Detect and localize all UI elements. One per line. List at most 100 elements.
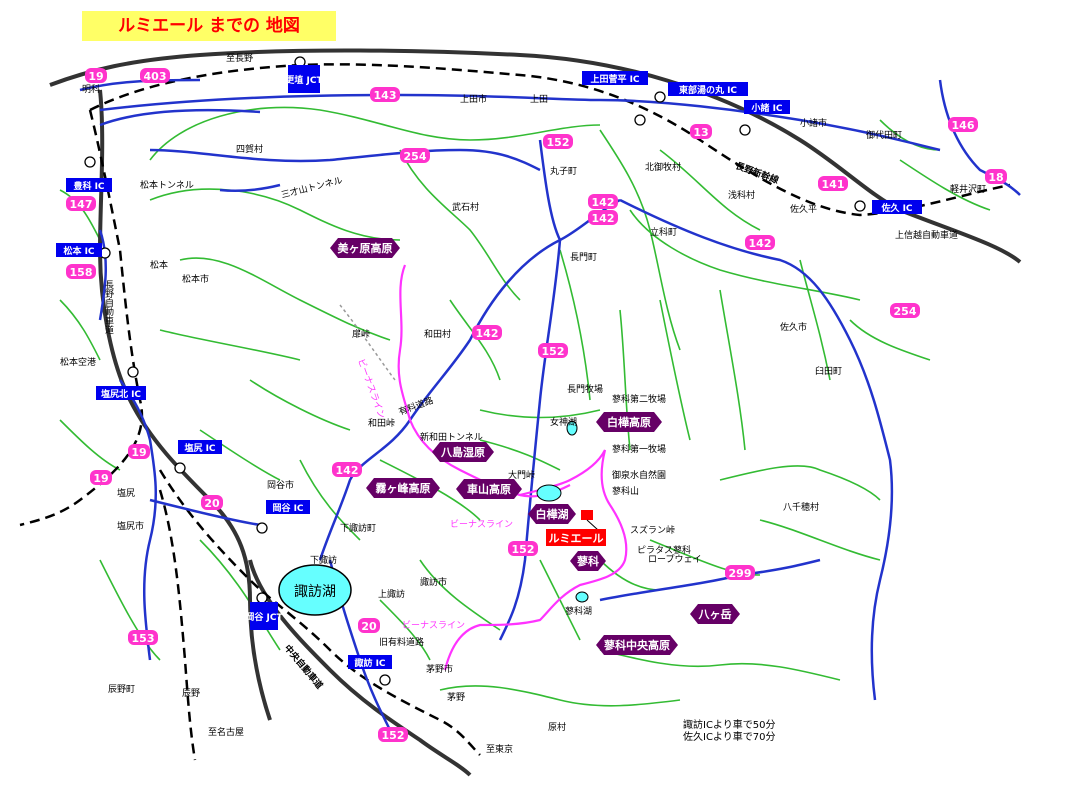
route-badge: 142 <box>588 194 618 209</box>
route-badge: 142 <box>588 210 618 225</box>
ic-label: 佐久 IC <box>880 202 912 214</box>
route-badge: 254 <box>400 148 430 163</box>
route-badge: 299 <box>725 565 755 580</box>
place-label: 立科町 <box>650 226 677 238</box>
ic-badge: 豊科 IC <box>66 178 112 192</box>
place-label: 松本空港 <box>60 356 96 368</box>
place-label: 丸子町 <box>550 165 577 177</box>
route-label: 152 <box>542 345 565 358</box>
place-label: 至長野 <box>226 53 253 64</box>
place-label: ビーナスライン <box>355 357 387 420</box>
local-roads <box>59 106 991 707</box>
ic-badge: 上田菅平 IC <box>582 71 648 85</box>
area-label: 車山高原 <box>467 482 511 496</box>
ic-badges: 更埴 JCT 上田菅平 IC 東部湯の丸 IC 小諸 IC 豊科 IC 松本 I… <box>56 65 922 669</box>
route-badge: 152 <box>508 541 538 556</box>
place-label: 塩尻市 <box>117 520 144 532</box>
place-label: 至東京 <box>486 743 513 755</box>
route-badge: 142 <box>472 325 502 340</box>
place-label: 下諏訪町 <box>340 522 376 534</box>
route-badges: 19 403 143 152 13 146 18 141 254 142 147… <box>66 68 1007 742</box>
ic-label: 豊科 IC <box>73 180 104 192</box>
lake-tateshina <box>575 591 589 603</box>
area-label: 八ヶ岳 <box>698 607 732 621</box>
route-label: 143 <box>374 89 397 102</box>
route-label: 142 <box>336 464 359 477</box>
place-label: 上信越自動車道 <box>895 229 958 241</box>
access-note-line: 諏訪ICより車で50分 <box>683 720 776 731</box>
route-label: 299 <box>729 567 752 580</box>
place-label: 御泉水自然園 <box>612 469 666 481</box>
ic-label: 松本 IC <box>63 245 94 257</box>
area-label: 美ヶ原高原 <box>338 241 393 255</box>
route-label: 254 <box>404 150 427 163</box>
place-label: 至名古屋 <box>208 726 244 738</box>
area-badge: 八島湿原 <box>432 442 494 462</box>
place-label: 新和田トンネル <box>420 431 483 443</box>
place-label: 蓼科第一牧場 <box>612 443 666 455</box>
route-label: 403 <box>144 70 167 83</box>
place-label: 蓼科山 <box>612 485 639 497</box>
railways <box>19 63 1011 761</box>
route-label: 146 <box>952 119 975 132</box>
route-badge: 141 <box>818 176 848 191</box>
area-badge: 蓼科 <box>570 551 606 571</box>
route-label: 152 <box>547 136 570 149</box>
route-badge: 20 <box>201 495 223 510</box>
area-label: 白樺湖 <box>536 507 569 521</box>
route-badge: 146 <box>948 117 978 132</box>
ic-badge: 更埴 JCT <box>285 65 323 93</box>
place-label: 下諏訪 <box>310 554 337 566</box>
place-label: 諏訪市 <box>420 576 447 588</box>
place-label: ピラタス蓼科 <box>637 544 691 556</box>
area-label: 八島湿原 <box>440 445 485 459</box>
expressways <box>49 48 1022 777</box>
place-label: 松本 <box>150 259 168 271</box>
access-note: 諏訪ICより車で50分 佐久ICより車で70分 <box>683 720 775 744</box>
route-label: 19 <box>88 70 103 83</box>
place-label: 旧有料道路 <box>379 636 424 648</box>
route-label: 13 <box>693 126 708 139</box>
destination-marker: ルミエール <box>546 510 606 546</box>
ic-badge: 塩尻北 IC <box>96 386 146 400</box>
place-label: 松本市 <box>182 273 209 285</box>
ic-badge: 東部湯の丸 IC <box>668 82 748 96</box>
place-label: ビーナスライン <box>450 519 513 530</box>
ic-badge: 小諸 IC <box>744 100 790 114</box>
route-label: 153 <box>132 632 155 645</box>
route-label: 152 <box>382 729 405 742</box>
area-badge: 霧ヶ峰高原 <box>366 478 440 498</box>
place-label: 三才山トンネル <box>280 174 344 201</box>
place-label: 浅科村 <box>728 189 755 201</box>
route-label: 20 <box>361 620 377 633</box>
ic-badge: 岡谷 JCT <box>245 602 283 630</box>
place-label: 長門牧場 <box>567 383 603 395</box>
route-badge: 142 <box>332 462 362 477</box>
route-badge: 153 <box>128 630 158 645</box>
lake-megami <box>566 420 578 436</box>
place-label: 塩尻 <box>117 487 135 499</box>
route-label: 18 <box>988 171 1003 184</box>
place-label: 北御牧村 <box>645 161 681 173</box>
ic-label: 更埴 JCT <box>285 74 323 86</box>
route-badge: 20 <box>358 618 380 633</box>
route-badge: 19 <box>128 444 150 459</box>
route-label: 147 <box>70 198 93 211</box>
route-label: 19 <box>93 472 108 485</box>
ic-badge: 塩尻 IC <box>178 440 222 454</box>
ic-badge: 岡谷 IC <box>266 500 310 514</box>
route-badge: 152 <box>538 343 568 358</box>
place-label: 松本トンネル <box>140 179 194 191</box>
place-label: 臼田町 <box>815 365 842 377</box>
area-badge: 美ヶ原高原 <box>330 238 400 258</box>
place-label: 長門町 <box>570 252 597 263</box>
place-labels: 至長野 明科 上田市 上田 小諸市 御代田町 四賀村 丸子町 北御牧村 軽井沢町… <box>60 53 986 755</box>
area-label: 白樺高原 <box>607 415 651 429</box>
route-badge: 158 <box>66 264 96 279</box>
ic-markers <box>84 56 866 686</box>
place-label: 扉峠 <box>352 328 370 340</box>
ic-label: 上田菅平 IC <box>590 73 639 85</box>
ic-label: 岡谷 IC <box>272 502 303 514</box>
lake-suwa <box>278 564 352 616</box>
area-badges: 美ヶ原高原 八島湿原 霧ヶ峰高原 車山高原 白樺高原 白樺湖 蓼科 八ヶ岳 蓼科… <box>330 238 740 655</box>
